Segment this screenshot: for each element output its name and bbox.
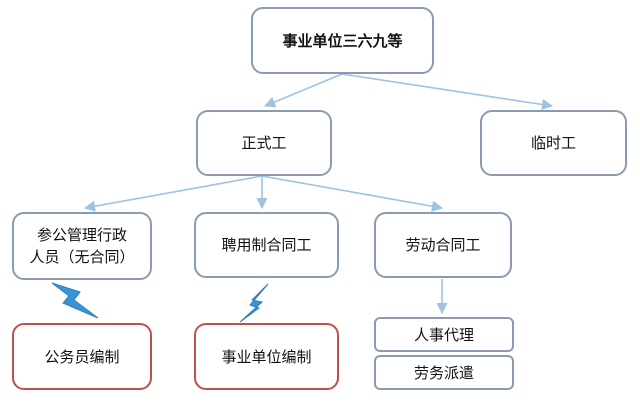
hired-node: 聘用制合同工	[194, 212, 339, 278]
labor-dispatch-node: 劳务派遣	[374, 355, 514, 390]
lightning-bolt-icon	[239, 283, 269, 323]
arrow-formal-civil-admin	[83, 175, 263, 212]
lightning-bolt-icon	[51, 282, 99, 319]
temporary-label: 临时工	[530, 134, 576, 152]
hired-label: 聘用制合同工	[221, 236, 312, 254]
arrow-root-formal	[263, 73, 343, 108]
hr-agency-node: 人事代理	[374, 317, 514, 352]
arrow-root-temporary	[341, 73, 554, 111]
root-label: 事业单位三六九等	[282, 31, 403, 50]
labor-contract-node: 劳动合同工	[374, 212, 512, 278]
civil-servant-label: 公务员编制	[44, 347, 120, 366]
civil-admin-label: 参公管理行政 人员（无合同）	[29, 226, 135, 266]
temporary-node: 临时工	[480, 110, 627, 176]
institution-node: 事业单位编制	[194, 323, 339, 390]
formal-node: 正式工	[196, 110, 332, 176]
institution-label: 事业单位编制	[221, 347, 312, 366]
root-node: 事业单位三六九等	[251, 7, 434, 74]
hr-agency-label: 人事代理	[413, 325, 474, 344]
labor-contract-label: 劳动合同工	[405, 236, 481, 254]
arrow-formal-labor-contract	[261, 175, 444, 212]
formal-label: 正式工	[241, 134, 287, 152]
labor-dispatch-label: 劳务派遣	[413, 363, 474, 382]
civil-servant-node: 公务员编制	[12, 323, 152, 390]
civil-admin-node: 参公管理行政 人员（无合同）	[12, 212, 152, 280]
